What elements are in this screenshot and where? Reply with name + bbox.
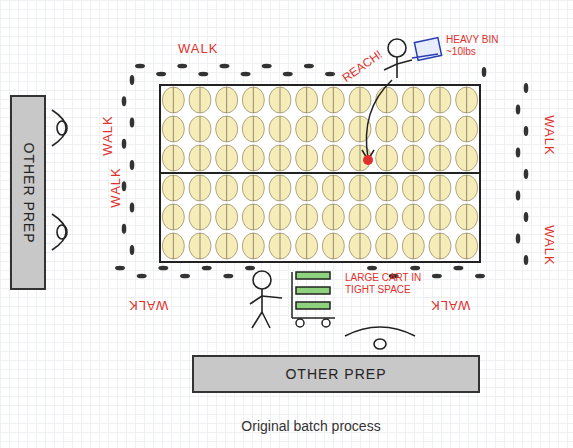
walk-note: WALK — [541, 115, 556, 155]
prep-station: OTHER PREP — [192, 355, 480, 393]
caption: Original batch process — [241, 418, 380, 434]
prep-table — [160, 85, 480, 262]
callout-note: LARGE CART IN TIGHT SPACE — [345, 272, 425, 295]
walk-note: WALK — [128, 297, 168, 312]
callout-note: REACH! — [340, 48, 385, 85]
walk-note: WALK — [101, 115, 116, 155]
callout-note: HEAVY BIN ~10lbs — [446, 34, 504, 57]
heavy-bin — [412, 38, 442, 61]
reach-arrow — [366, 80, 392, 158]
walk-note: WALK — [430, 297, 470, 312]
station-label: OTHER PREP — [285, 366, 386, 382]
worker-figure — [250, 271, 282, 328]
reaching-worker — [384, 39, 412, 78]
footprints — [115, 64, 528, 279]
walk-note: WALK — [541, 225, 556, 265]
cart-icon — [292, 272, 335, 327]
tray-cells — [162, 87, 477, 259]
operators — [52, 110, 415, 349]
table-divider — [160, 172, 480, 174]
prep-station: OTHER PREP — [10, 95, 46, 290]
reach-target — [363, 155, 373, 165]
walk-note: WALK — [178, 42, 218, 57]
walk-note: WALK — [109, 167, 124, 207]
station-label: OTHER PREP — [20, 142, 36, 243]
